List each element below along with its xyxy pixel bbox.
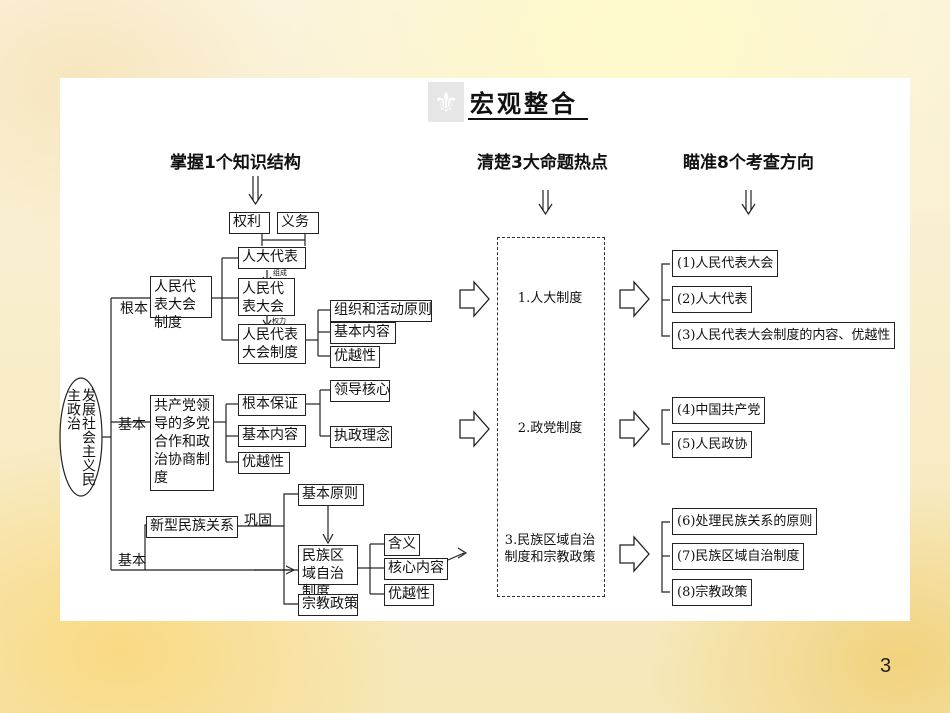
consolidate-label: 巩固 bbox=[244, 513, 272, 529]
fleur-de-lis-icon: ⚜ bbox=[428, 82, 464, 122]
branch-label-fundamental: 根本 bbox=[120, 301, 148, 317]
flow-arrow-4 bbox=[619, 410, 650, 448]
link-power: 权力 bbox=[272, 317, 286, 325]
direction-7: (7)民族区域自治制度 bbox=[672, 543, 805, 570]
header-arrow-3 bbox=[741, 190, 756, 216]
direction-8: (8)宗教政策 bbox=[672, 579, 753, 606]
title-underline bbox=[468, 118, 588, 120]
autonomy-sub-core: 核心内容 bbox=[384, 558, 448, 580]
branch-label-basic-1: 基本 bbox=[118, 417, 146, 433]
direction-2: (2)人大代表 bbox=[672, 286, 753, 313]
religion-policy-node: 宗教政策 bbox=[298, 594, 358, 616]
flow-arrow-3 bbox=[619, 280, 650, 318]
hot-topics-box bbox=[497, 237, 605, 597]
party-sub-guarantee: 根本保证 bbox=[238, 394, 306, 416]
party-system-node: 共产党领导的多党合作和政治协商制度 bbox=[150, 395, 214, 491]
autonomy-sub-meaning: 含义 bbox=[384, 534, 420, 556]
npc-sub-content: 基本内容 bbox=[330, 322, 396, 344]
flow-arrow-5 bbox=[619, 535, 650, 573]
duties-node: 义务 bbox=[277, 212, 319, 234]
hot-topic-1: 1.人大制度 bbox=[517, 291, 583, 306]
npc-system-node: 人民代表大会制度 bbox=[150, 276, 212, 331]
basic-principle-node: 基本原则 bbox=[298, 484, 364, 506]
page-number: 3 bbox=[880, 655, 892, 677]
autonomy-sub-superiority: 优越性 bbox=[384, 584, 434, 606]
hot-topic-2: 2.政党制度 bbox=[517, 421, 583, 436]
direction-5: (5)人民政协 bbox=[672, 431, 753, 458]
header-arrow-2 bbox=[538, 190, 553, 216]
link-compose: 组成 bbox=[273, 269, 287, 277]
direction-4: (4)中国共产党 bbox=[672, 397, 766, 424]
party-leadership-core: 领导核心 bbox=[330, 380, 390, 402]
page-title: 宏观整合 bbox=[470, 89, 578, 118]
header-exam-directions: 瞄准8个考查方向 bbox=[683, 153, 814, 173]
direction-1: (1)人民代表大会 bbox=[672, 250, 779, 277]
party-sub-superiority: 优越性 bbox=[238, 452, 290, 474]
root-ellipse bbox=[59, 377, 103, 497]
header-hot-topics: 清楚3大命题热点 bbox=[477, 153, 608, 173]
header-arrow-1 bbox=[248, 176, 263, 206]
party-sub-content: 基本内容 bbox=[238, 425, 306, 447]
rights-node: 权利 bbox=[229, 212, 270, 234]
flow-arrow-1 bbox=[459, 280, 490, 318]
root-node: 发展社会主义民主政治 bbox=[65, 388, 96, 486]
ethnic-autonomy-node: 民族区域自治制度 bbox=[298, 545, 358, 600]
deputies-node: 人大代表 bbox=[238, 247, 306, 269]
branch-label-basic-2: 基本 bbox=[118, 553, 146, 569]
direction-6: (6)处理民族关系的原则 bbox=[672, 508, 818, 535]
hot-topic-3: 3.民族区域自治制度和宗教政策 bbox=[504, 533, 596, 565]
npc-sub-principles: 组织和活动原则 bbox=[330, 300, 432, 322]
congress-node: 人民代表大会 bbox=[238, 278, 295, 316]
ethnic-relations-node: 新型民族关系 bbox=[146, 516, 238, 538]
npc-sub-superiority: 优越性 bbox=[330, 346, 380, 368]
title-badge: ⚜ 宏观整合 bbox=[428, 82, 588, 122]
header-knowledge-structure: 掌握1个知识结构 bbox=[170, 153, 301, 173]
flow-arrow-2 bbox=[459, 410, 490, 448]
party-governing-concept: 执政理念 bbox=[330, 426, 392, 448]
npc-system-box: 人民代表大会制度 bbox=[238, 324, 306, 364]
direction-3: (3)人民代表大会制度的内容、优越性 bbox=[672, 322, 896, 349]
